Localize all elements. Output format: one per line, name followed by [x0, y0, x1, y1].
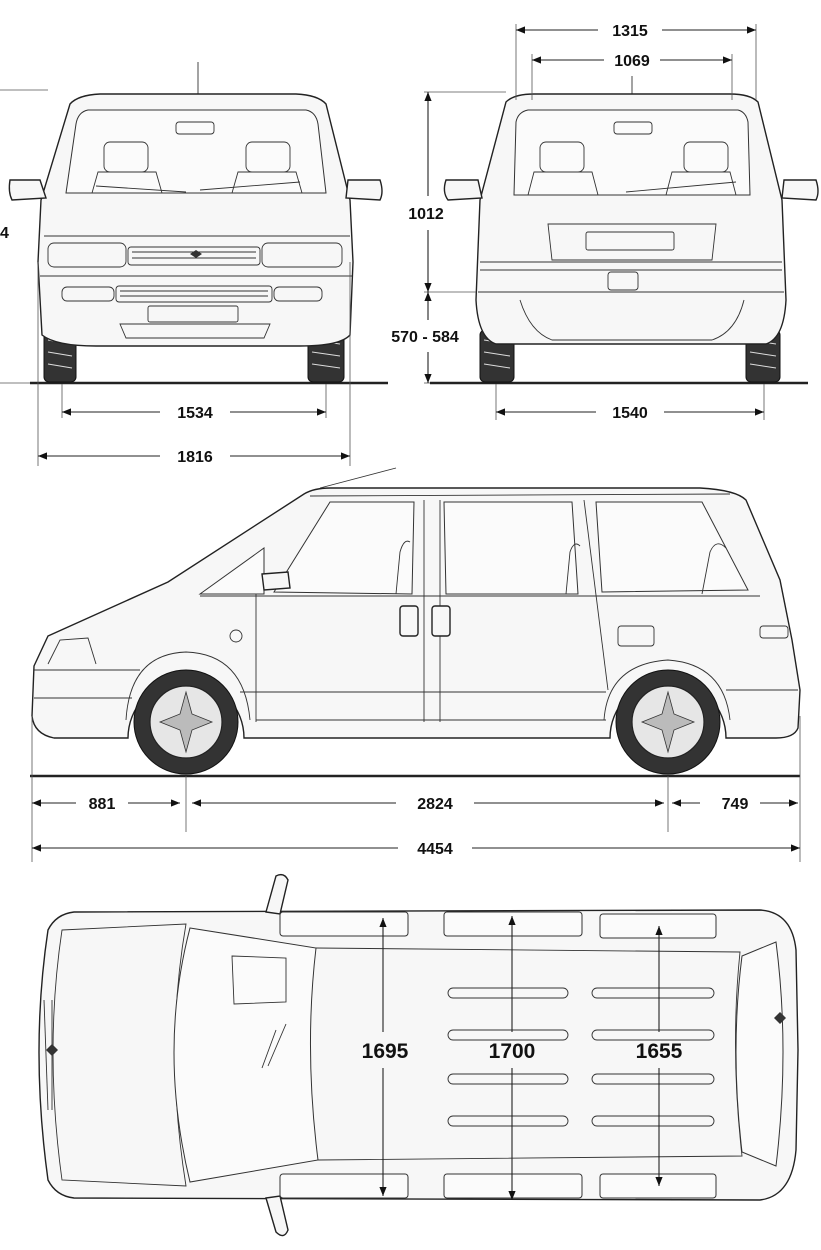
wheelbase-label: 2824	[417, 796, 453, 813]
ground-clearance-label: 570 - 584	[391, 329, 459, 346]
rear-overhang-label: 749	[722, 796, 749, 813]
overall-width-label: 1816	[177, 449, 213, 466]
interior-width-rear-label: 1655	[636, 1040, 683, 1063]
dimension-lines	[32, 26, 800, 1200]
interior-width-front-label: 1695	[362, 1040, 409, 1063]
dimension-labels: 4 1534 1816 1315 1069 1012 570 - 584 154…	[0, 23, 748, 1063]
rear-width-top-label: 1315	[612, 23, 648, 40]
front-height-partial-label: 4	[0, 225, 9, 242]
interior-width-middle-label: 1700	[489, 1040, 536, 1063]
front-track-label: 1534	[177, 405, 213, 422]
side-view	[30, 467, 801, 862]
top-view	[38, 873, 799, 1237]
rear-view	[424, 24, 819, 420]
overall-length-label: 4454	[417, 841, 453, 858]
rear-width-inner-label: 1069	[614, 53, 650, 70]
rear-body-height-label: 1012	[408, 206, 444, 223]
front-view	[0, 62, 388, 466]
rear-track-label: 1540	[612, 405, 648, 422]
front-overhang-label: 881	[89, 796, 116, 813]
